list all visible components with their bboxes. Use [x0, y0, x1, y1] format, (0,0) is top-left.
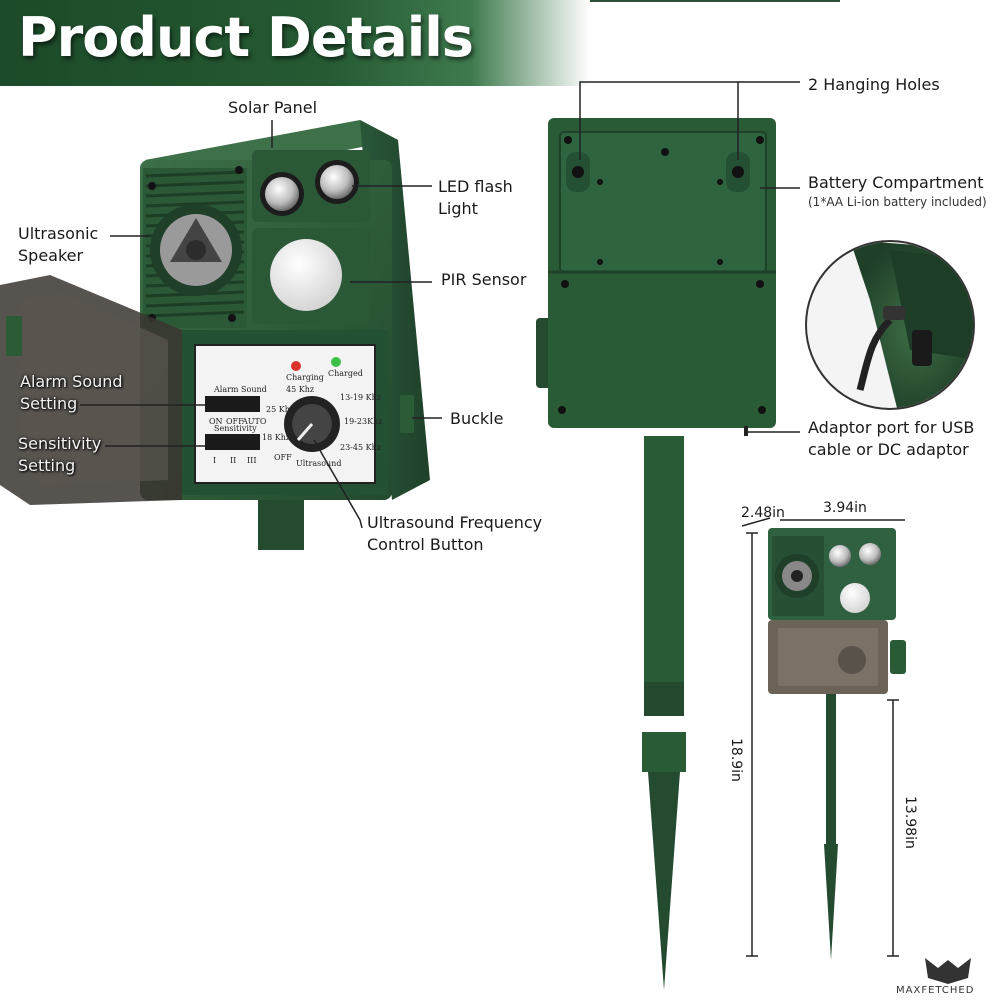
- label-sensitivity-line2: Setting: [18, 456, 76, 475]
- label-frequency-line1: Ultrasound Frequency: [367, 513, 543, 532]
- panel-alarm-off: OFF: [226, 417, 244, 426]
- label-frequency-line2: Control Button: [367, 535, 484, 554]
- panel-sens-iii: III: [247, 456, 256, 465]
- brand-logo: [925, 958, 971, 984]
- label-ultrasonic-line1: Ultrasonic: [18, 224, 99, 243]
- title-banner: Product Details: [0, 0, 590, 86]
- stake-upper-tube: [644, 436, 684, 686]
- dim-stake-height: 13.98in: [902, 796, 918, 849]
- label-sensitivity-setting: Sensitivity Setting: [18, 433, 101, 477]
- label-alarm-line2: Setting: [20, 394, 78, 413]
- callout-lines: [80, 81, 905, 957]
- label-adaptor-port: Adaptor port for USB cable or DC adaptor: [808, 417, 974, 461]
- panel-alarm-sound: Alarm Sound: [213, 385, 267, 394]
- label-hanging-holes: 2 Hanging Holes: [808, 75, 940, 94]
- dial-23-45khz: 23-45 Khz: [340, 443, 381, 452]
- panel-sens-i: I: [213, 456, 216, 465]
- frequency-dial[interactable]: [284, 396, 340, 452]
- stake-coupler: [642, 732, 686, 772]
- label-frequency-button: Ultrasound Frequency Control Button: [367, 512, 542, 556]
- speaker-grille: [143, 168, 247, 328]
- dial-45khz: 45 Khz: [286, 385, 314, 394]
- brand-name: MAXFETCHED: [896, 985, 975, 996]
- label-sensitivity-line1: Sensitivity: [18, 434, 102, 453]
- led-flash-lights: [252, 150, 370, 222]
- header-rule: [590, 0, 840, 2]
- dim-depth: 2.48in: [741, 505, 785, 521]
- panel-charged: Charged: [328, 369, 363, 378]
- label-alarm-line1: Alarm Sound: [20, 372, 123, 391]
- dial-off: OFF: [274, 453, 292, 462]
- label-adaptor-line1: Adaptor port for USB: [808, 418, 975, 437]
- dimension-device: [768, 528, 906, 960]
- label-solar-panel: Solar Panel: [228, 98, 318, 117]
- buckle[interactable]: [400, 395, 414, 433]
- pir-sensor: [252, 228, 370, 324]
- dial-ultrasound: Ultrasound: [296, 459, 341, 468]
- rear-device: [536, 118, 776, 990]
- dial-19-23khz: 19-23Khz: [344, 417, 382, 426]
- label-led-flash: LED flash Light: [438, 176, 513, 220]
- label-adaptor-line2: cable or DC adaptor: [808, 440, 969, 459]
- panel-alarm-on: ON: [209, 417, 223, 426]
- panel-alarm-auto: AUTO: [241, 417, 267, 426]
- dim-total-height: 18.9in: [728, 738, 744, 782]
- stake-spike: [648, 772, 680, 990]
- page-title: Product Details: [18, 6, 474, 69]
- dial-18khz: 18 Khz: [262, 433, 290, 442]
- label-ultrasonic-line2: Speaker: [18, 246, 84, 265]
- label-alarm-sound-setting: Alarm Sound Setting: [20, 371, 123, 415]
- label-led-flash-line2: Light: [438, 199, 478, 218]
- panel-sensitivity: Sensitivity: [214, 424, 257, 433]
- label-battery-note: (1*AA Li-ion battery included): [808, 195, 987, 209]
- panel-charging: Charging: [286, 373, 324, 382]
- dial-25khz: 25 Khz: [266, 405, 294, 414]
- panel-sens-ii: II: [230, 456, 236, 465]
- adaptor-port-inset: [805, 240, 975, 410]
- label-battery-compartment: Battery Compartment: [808, 173, 984, 192]
- label-led-flash-line1: LED flash: [438, 177, 513, 196]
- front-device: Charging Charged Alarm Sound ON OFF AUTO…: [0, 120, 430, 550]
- label-ultrasonic-speaker: Ultrasonic Speaker: [18, 223, 98, 267]
- dim-width: 3.94in: [823, 500, 867, 516]
- label-pir-sensor: PIR Sensor: [441, 270, 527, 289]
- dial-13-19khz: 13-19 Khz: [340, 393, 381, 402]
- label-buckle: Buckle: [450, 409, 504, 428]
